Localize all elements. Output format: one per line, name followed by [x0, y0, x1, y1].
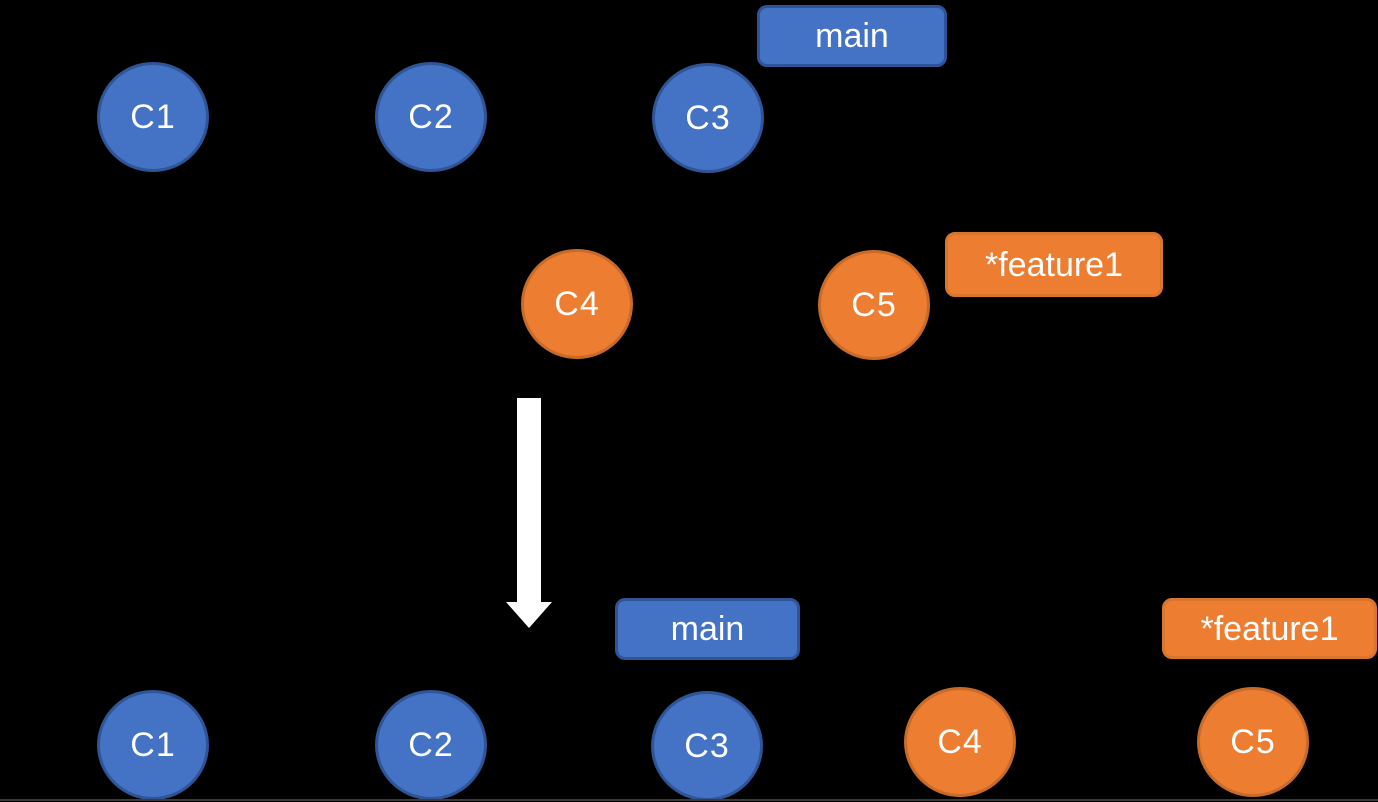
branch-label-main-after: main	[615, 598, 800, 660]
commit-c5-before: C5	[818, 250, 930, 360]
commit-c5-after: C5	[1197, 687, 1309, 797]
commit-c4-before: C4	[521, 249, 633, 359]
commit-c1-before: C1	[97, 62, 209, 172]
commit-c3-before: C3	[652, 63, 764, 173]
commit-c3-after: C3	[651, 691, 763, 801]
commit-c1-after: C1	[97, 690, 209, 800]
commit-c2-after: C2	[375, 690, 487, 800]
commit-c2-before: C2	[375, 62, 487, 172]
branch-label-main-before: main	[757, 5, 947, 67]
down-arrow-icon	[506, 398, 552, 628]
branch-label-feature1-after: *feature1	[1162, 598, 1377, 659]
commit-c4-after: C4	[904, 687, 1016, 797]
branch-label-feature1-before: *feature1	[945, 232, 1163, 297]
rebase-transition	[506, 398, 552, 628]
bottom-edge-line	[0, 799, 1378, 801]
